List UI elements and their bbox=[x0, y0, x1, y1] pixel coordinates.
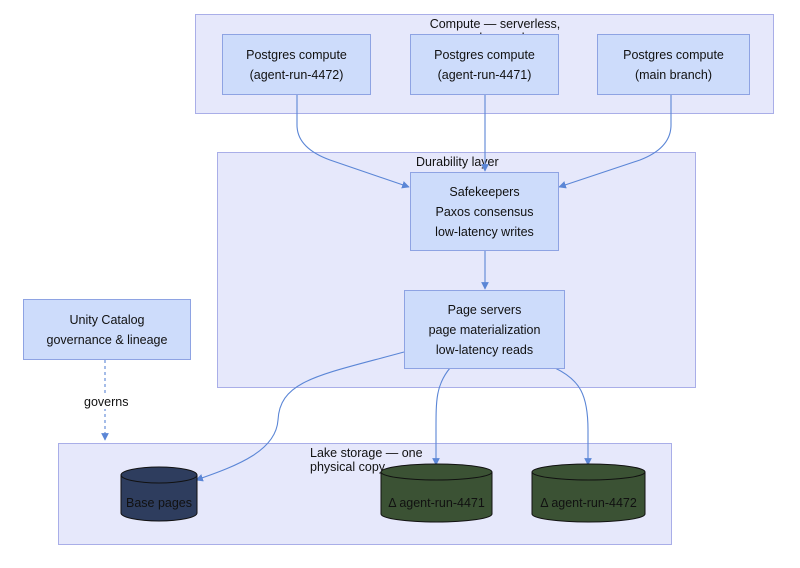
compute-node-4471-line1: Postgres compute bbox=[434, 47, 535, 62]
unity-catalog-node[interactable]: Unity Catalog governance & lineage bbox=[23, 299, 191, 360]
pageservers-line3: low-latency reads bbox=[435, 342, 534, 357]
delta-4471-cylinder-icon bbox=[380, 463, 493, 523]
compute-node-4472-line1: Postgres compute bbox=[246, 47, 347, 62]
unity-catalog-line2: governance & lineage bbox=[46, 332, 168, 347]
edge-compute-main-to-safekeepers bbox=[558, 95, 672, 189]
compute-node-main-branch[interactable]: Postgres compute (main branch) bbox=[597, 34, 750, 95]
edge-label-governs: governs bbox=[82, 395, 131, 409]
durability-group-title: Durability layer bbox=[416, 155, 499, 169]
delta-4471-label: Δ agent-run-4471 bbox=[388, 496, 485, 510]
base-pages-cylinder[interactable]: Base pages bbox=[120, 466, 198, 522]
edge-pageservers-to-base-pages bbox=[195, 351, 405, 482]
pageservers-node[interactable]: Page servers page materialization low-la… bbox=[404, 290, 565, 369]
compute-node-4471-line2: (agent-run-4471) bbox=[437, 67, 532, 82]
base-pages-cylinder-icon bbox=[120, 466, 198, 522]
edge-pageservers-to-delta-4471 bbox=[432, 367, 451, 466]
edge-pageservers-to-delta-4472 bbox=[554, 367, 592, 466]
lake-storage-group-title: Lake storage — one physical copy bbox=[310, 446, 423, 474]
safekeepers-node[interactable]: Safekeepers Paxos consensus low-latency … bbox=[410, 172, 559, 251]
compute-node-agent-run-4471[interactable]: Postgres compute (agent-run-4471) bbox=[410, 34, 559, 95]
base-pages-label: Base pages bbox=[125, 496, 193, 510]
compute-node-agent-run-4472[interactable]: Postgres compute (agent-run-4472) bbox=[222, 34, 371, 95]
pageservers-line1: Page servers bbox=[447, 302, 522, 317]
delta-4472-cylinder-icon bbox=[531, 463, 646, 523]
compute-node-4472-line2: (agent-run-4472) bbox=[249, 67, 344, 82]
pageservers-line2: page materialization bbox=[428, 322, 541, 337]
safekeepers-line1: Safekeepers bbox=[449, 184, 520, 199]
delta-4471-cylinder[interactable]: Δ agent-run-4471 bbox=[380, 463, 493, 523]
compute-node-main-line1: Postgres compute bbox=[623, 47, 724, 62]
safekeepers-line3: low-latency writes bbox=[435, 224, 534, 239]
edge-compute-4472-to-safekeepers bbox=[296, 95, 410, 189]
compute-node-main-line2: (main branch) bbox=[634, 67, 713, 82]
delta-4472-label: Δ agent-run-4472 bbox=[540, 496, 637, 510]
delta-4472-cylinder[interactable]: Δ agent-run-4472 bbox=[531, 463, 646, 523]
unity-catalog-line1: Unity Catalog bbox=[69, 312, 145, 327]
safekeepers-line2: Paxos consensus bbox=[435, 204, 534, 219]
